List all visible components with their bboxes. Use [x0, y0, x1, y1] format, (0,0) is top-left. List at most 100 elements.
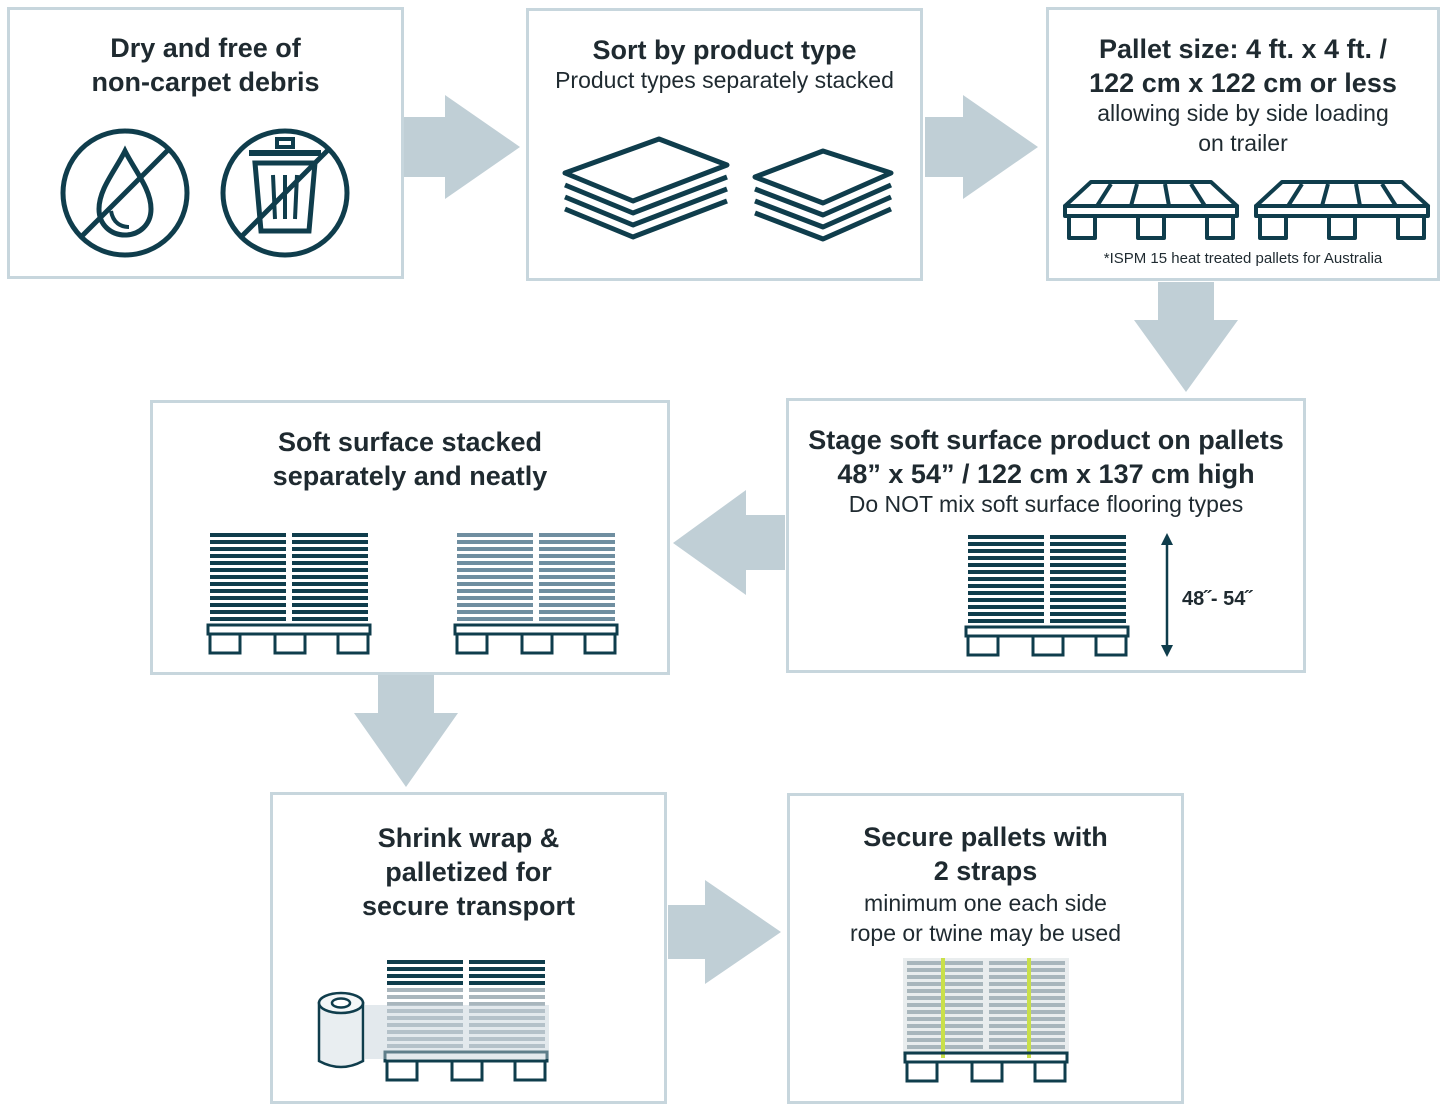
step-title: Stage soft surface product on pallets 48…	[808, 425, 1284, 489]
loaded-pallet-icon	[903, 958, 1069, 1083]
pallet-block	[513, 1059, 547, 1082]
stacked-layer	[210, 603, 286, 607]
shrink-wrap-roll-icon	[317, 991, 549, 1069]
loaded-pallet-icon	[453, 533, 619, 655]
stacked-layer	[292, 610, 368, 614]
stacked-layer	[387, 1002, 463, 1006]
pallet-block	[450, 1059, 484, 1082]
stacked-layer	[968, 598, 1044, 602]
stacked-layer	[1050, 598, 1126, 602]
stacked-layer	[292, 547, 368, 551]
stacked-layer	[457, 547, 533, 551]
stacked-layer	[1050, 549, 1126, 553]
stacked-layer	[457, 554, 533, 558]
stacked-layer	[457, 603, 533, 607]
stacked-layer	[539, 589, 615, 593]
stacked-layer	[469, 1030, 545, 1034]
stacked-layer	[539, 582, 615, 586]
height-arrow-icon	[1161, 533, 1173, 657]
stacked-layer	[539, 610, 615, 614]
step-shrink-wrap: Shrink wrap & palletized for secure tran…	[270, 792, 667, 1104]
stacked-layer	[1050, 605, 1126, 609]
arrow-right-3	[668, 880, 781, 984]
stacked-layer	[539, 617, 615, 621]
strap	[941, 958, 945, 1058]
pallet-block	[455, 632, 489, 655]
stacked-layer	[387, 981, 463, 985]
stacked-layer	[469, 1023, 545, 1027]
stacked-layer	[210, 582, 286, 586]
stacked-layer	[968, 591, 1044, 595]
stacked-layer	[387, 1044, 463, 1048]
step-title: Soft surface stacked separately and neat…	[272, 427, 548, 491]
stacked-layer	[292, 554, 368, 558]
stacked-layer	[457, 568, 533, 572]
no-trash-icon	[220, 128, 350, 258]
stacked-layer	[469, 960, 545, 964]
stacked-layer	[1050, 535, 1126, 539]
stacked-layer	[1050, 591, 1126, 595]
stacked-layer	[210, 589, 286, 593]
stacked-layer	[387, 1016, 463, 1020]
stacked-layer	[292, 540, 368, 544]
pallet-block	[520, 632, 554, 655]
stacked-layer	[469, 988, 545, 992]
pallet-block	[273, 632, 307, 655]
pallet-block	[336, 632, 370, 655]
stacked-layer	[968, 542, 1044, 546]
stacked-layer	[968, 605, 1044, 609]
stacked-layer	[539, 603, 615, 607]
stacked-layer	[457, 596, 533, 600]
stacked-layer	[539, 561, 615, 565]
stacked-layer	[387, 1023, 463, 1027]
stacked-layer	[968, 535, 1044, 539]
stacked-layer	[1050, 542, 1126, 546]
step-title: Shrink wrap & palletized for secure tran…	[361, 823, 576, 921]
step-subtitle: Do NOT mix soft surface flooring types	[848, 491, 1244, 517]
stacked-layer	[292, 561, 368, 565]
stacked-layer	[539, 547, 615, 551]
stacked-layer	[968, 619, 1044, 623]
stacked-layer	[539, 568, 615, 572]
stacked-layer	[292, 533, 368, 537]
stacked-layer	[469, 967, 545, 971]
pallet-block	[1094, 634, 1128, 657]
stacked-layer	[457, 617, 533, 621]
pallet-block	[905, 1060, 939, 1083]
arrow-down-1	[1134, 282, 1238, 392]
step-pallet-size: Pallet size: 4 ft. x 4 ft. / 122 cm x 12…	[1046, 7, 1440, 281]
stacked-layer	[539, 533, 615, 537]
stacked-layer	[387, 988, 463, 992]
pallet-block	[583, 632, 617, 655]
pallet-icon	[1063, 180, 1239, 240]
stacked-layer	[387, 960, 463, 964]
stacked-layer	[968, 549, 1044, 553]
stacked-layer	[210, 533, 286, 537]
step-title: Secure pallets with 2 straps	[863, 822, 1108, 886]
step-title: Dry and free of non-carpet debris	[91, 33, 320, 97]
stacked-layer	[210, 568, 286, 572]
stacked-layer	[539, 596, 615, 600]
stacked-layer	[292, 596, 368, 600]
stacked-layer	[469, 1044, 545, 1048]
stacked-layer	[968, 584, 1044, 588]
stacked-layer	[539, 540, 615, 544]
arrow-right-1	[403, 95, 520, 199]
pallet-icon	[1254, 180, 1430, 240]
stacked-layer	[1050, 556, 1126, 560]
stacked-layer	[469, 1002, 545, 1006]
height-label: 48˝- 54˝	[1182, 588, 1253, 610]
loaded-pallet-icon	[964, 535, 1130, 657]
arrow-down-2	[354, 675, 458, 787]
stacked-layer	[968, 570, 1044, 574]
stacked-layer	[387, 974, 463, 978]
pallet-block	[208, 632, 242, 655]
footnote: *ISPM 15 heat treated pallets for Austra…	[1103, 250, 1383, 267]
stacked-layer	[457, 589, 533, 593]
stacked-layer	[387, 967, 463, 971]
stacked-layer	[469, 981, 545, 985]
pallet-block	[1033, 1060, 1067, 1083]
step-title: Pallet size: 4 ft. x 4 ft. / 122 cm x 12…	[1089, 34, 1397, 98]
stacked-layer	[1050, 612, 1126, 616]
stacked-layer	[387, 995, 463, 999]
